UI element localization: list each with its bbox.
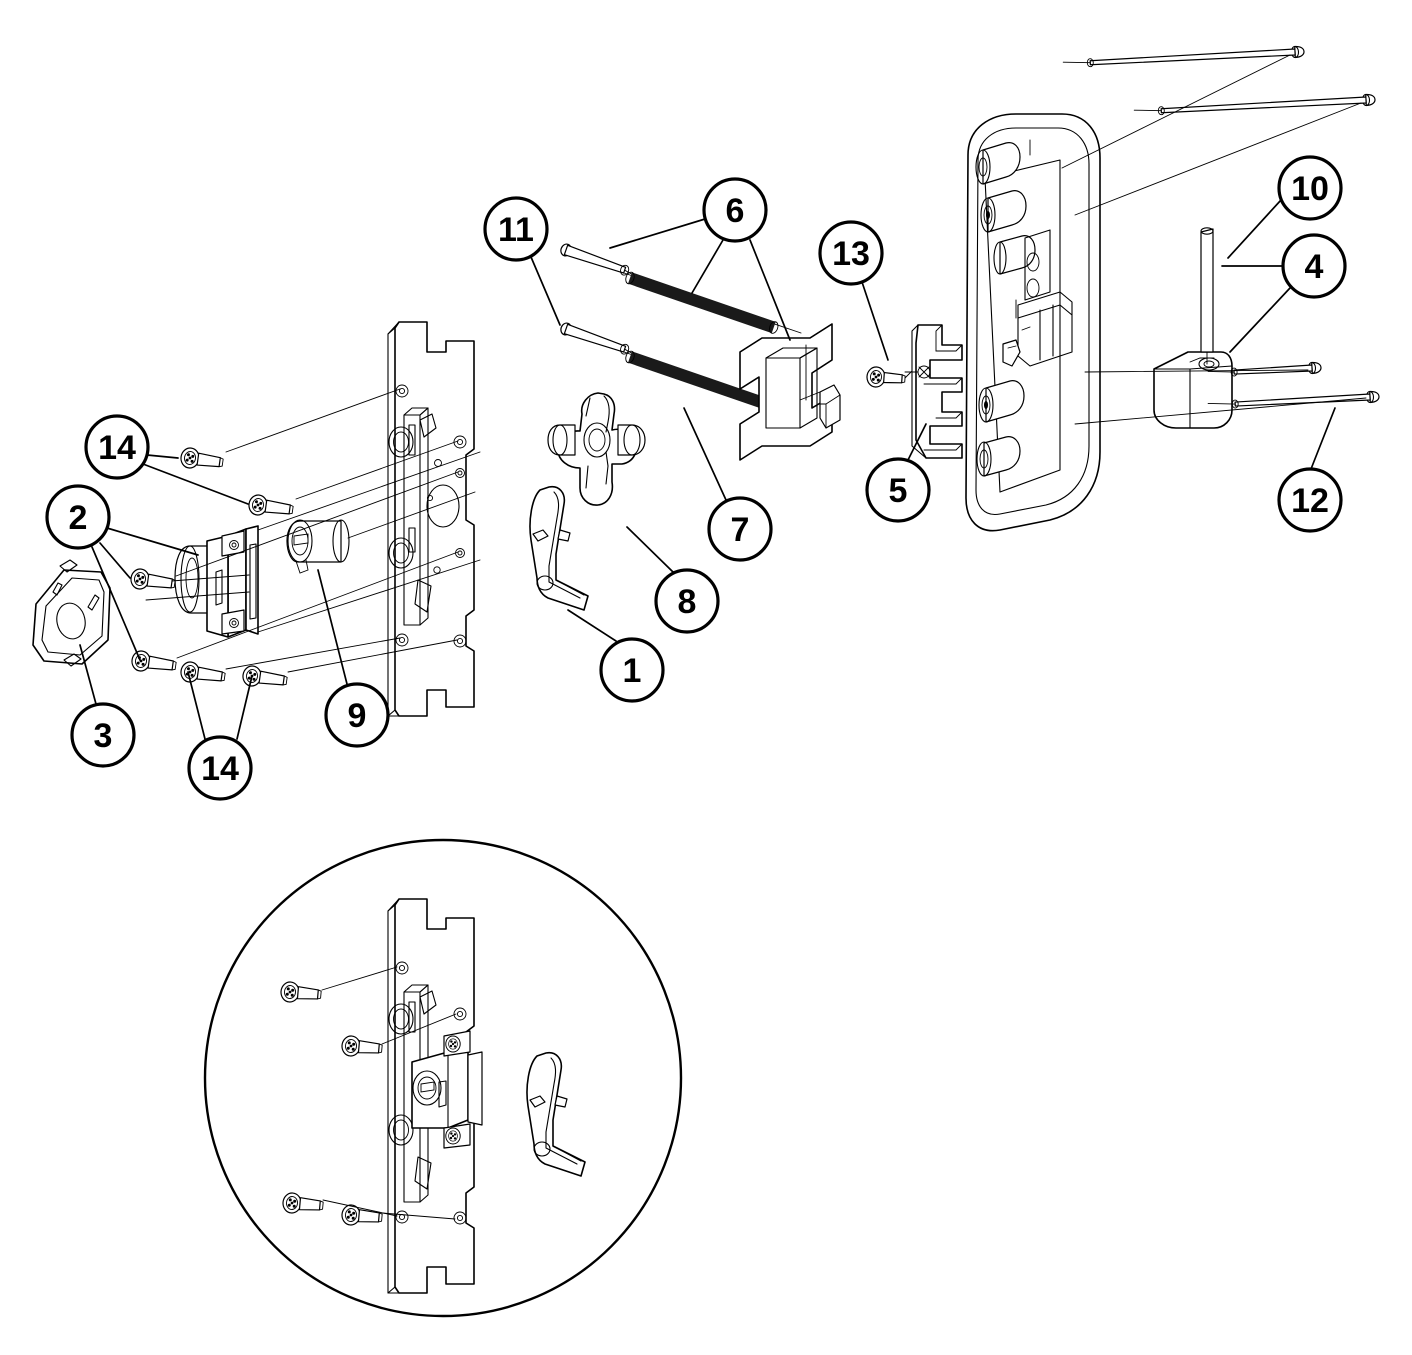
callout-circle xyxy=(1277,467,1343,533)
part-spindle-block xyxy=(1153,351,1233,429)
callout-balloon-7[interactable]: 7 xyxy=(707,496,773,562)
callout-balloon-3[interactable]: 3 xyxy=(70,702,136,768)
detail-latch-case xyxy=(411,1030,483,1149)
detail-view-circle xyxy=(203,838,683,1318)
callout-balloon-10[interactable]: 10 xyxy=(1277,155,1343,221)
callout-circle xyxy=(84,414,150,480)
callout-balloon-12[interactable]: 12 xyxy=(1277,467,1343,533)
callout-circle xyxy=(654,568,720,634)
assembly-trajectory-lines xyxy=(175,388,481,673)
part-actuator-pin xyxy=(1200,227,1214,365)
callout-balloon-4[interactable]: 4 xyxy=(1281,233,1347,299)
callout-circle xyxy=(324,682,390,748)
callout-number: 4 xyxy=(1305,248,1324,286)
part-latch-lever-arm xyxy=(529,485,589,611)
callout-balloon-14[interactable]: 14 xyxy=(84,414,150,480)
callout-circle xyxy=(1281,233,1347,299)
part-handle-housing xyxy=(965,113,1101,532)
callout-circle xyxy=(865,457,931,523)
part-mounting-screw[interactable] xyxy=(247,493,294,520)
part-mounting-plate xyxy=(387,321,475,717)
callout-number: 8 xyxy=(678,583,697,621)
callout-number: 13 xyxy=(832,235,870,273)
part-mounting-screw[interactable] xyxy=(179,660,226,687)
callout-number: 1 xyxy=(623,652,642,690)
callout-circle xyxy=(45,484,111,550)
callout-circle xyxy=(818,220,884,286)
part-retainer-clip-bracket xyxy=(911,324,963,459)
part-mounting-screw[interactable] xyxy=(129,567,176,594)
callout-balloon-1[interactable]: 1 xyxy=(599,637,665,703)
callout-number: 12 xyxy=(1291,482,1329,520)
callout-balloon-2[interactable]: 2 xyxy=(45,484,111,550)
part-mounting-screw[interactable] xyxy=(179,446,224,473)
part-spring-rod-upper xyxy=(620,271,802,334)
part-long-through-bolt xyxy=(1062,45,1305,68)
callout-number: 14 xyxy=(98,429,136,467)
callout-circle xyxy=(1277,155,1343,221)
part-spring-housing-block xyxy=(739,323,841,461)
part-mounting-screw[interactable] xyxy=(241,664,288,691)
part-mounting-screw[interactable] xyxy=(130,649,177,676)
part-long-through-bolt xyxy=(1133,93,1376,116)
callout-balloon-8[interactable]: 8 xyxy=(654,568,720,634)
assembly-trajectory-lines-right xyxy=(1061,54,1367,425)
callout-number: 6 xyxy=(726,192,745,230)
callout-number: 2 xyxy=(69,499,88,537)
callout-circle xyxy=(702,177,768,243)
callout-balloon-9[interactable]: 9 xyxy=(324,682,390,748)
callout-circle xyxy=(70,702,136,768)
callout-number: 7 xyxy=(731,511,750,549)
callout-number: 5 xyxy=(889,472,908,510)
callout-circle xyxy=(187,735,253,801)
callout-number: 11 xyxy=(498,211,534,249)
callout-number: 10 xyxy=(1291,170,1329,208)
callout-leaders xyxy=(79,199,1336,740)
part-long-through-bolt xyxy=(1207,361,1322,377)
part-cam-hub-rotor xyxy=(547,392,646,506)
callout-balloon-5[interactable]: 5 xyxy=(865,457,931,523)
callout-balloon-11[interactable]: 11 xyxy=(483,196,549,262)
callout-balloon-13[interactable]: 13 xyxy=(818,220,884,286)
callout-number: 14 xyxy=(201,750,239,788)
part-cylinder-lock-core xyxy=(286,519,350,574)
callout-balloon-6[interactable]: 6 xyxy=(702,177,768,243)
callout-circle xyxy=(599,637,665,703)
detail-mounting-screws xyxy=(279,966,457,1227)
part-set-screw[interactable] xyxy=(865,365,913,389)
part-long-through-bolt xyxy=(1207,390,1380,409)
callout-circle xyxy=(707,496,773,562)
detail-latch-lever-arm xyxy=(526,1051,586,1177)
callout-balloons: 14 2 3 14 9 187 11 6 13 5 10 4 12 xyxy=(45,155,1347,801)
callout-number: 3 xyxy=(94,717,113,755)
callout-number: 9 xyxy=(348,697,367,735)
callout-balloon-14[interactable]: 14 xyxy=(187,735,253,801)
part-face-gasket-plate xyxy=(32,559,111,667)
callout-circle xyxy=(483,196,549,262)
